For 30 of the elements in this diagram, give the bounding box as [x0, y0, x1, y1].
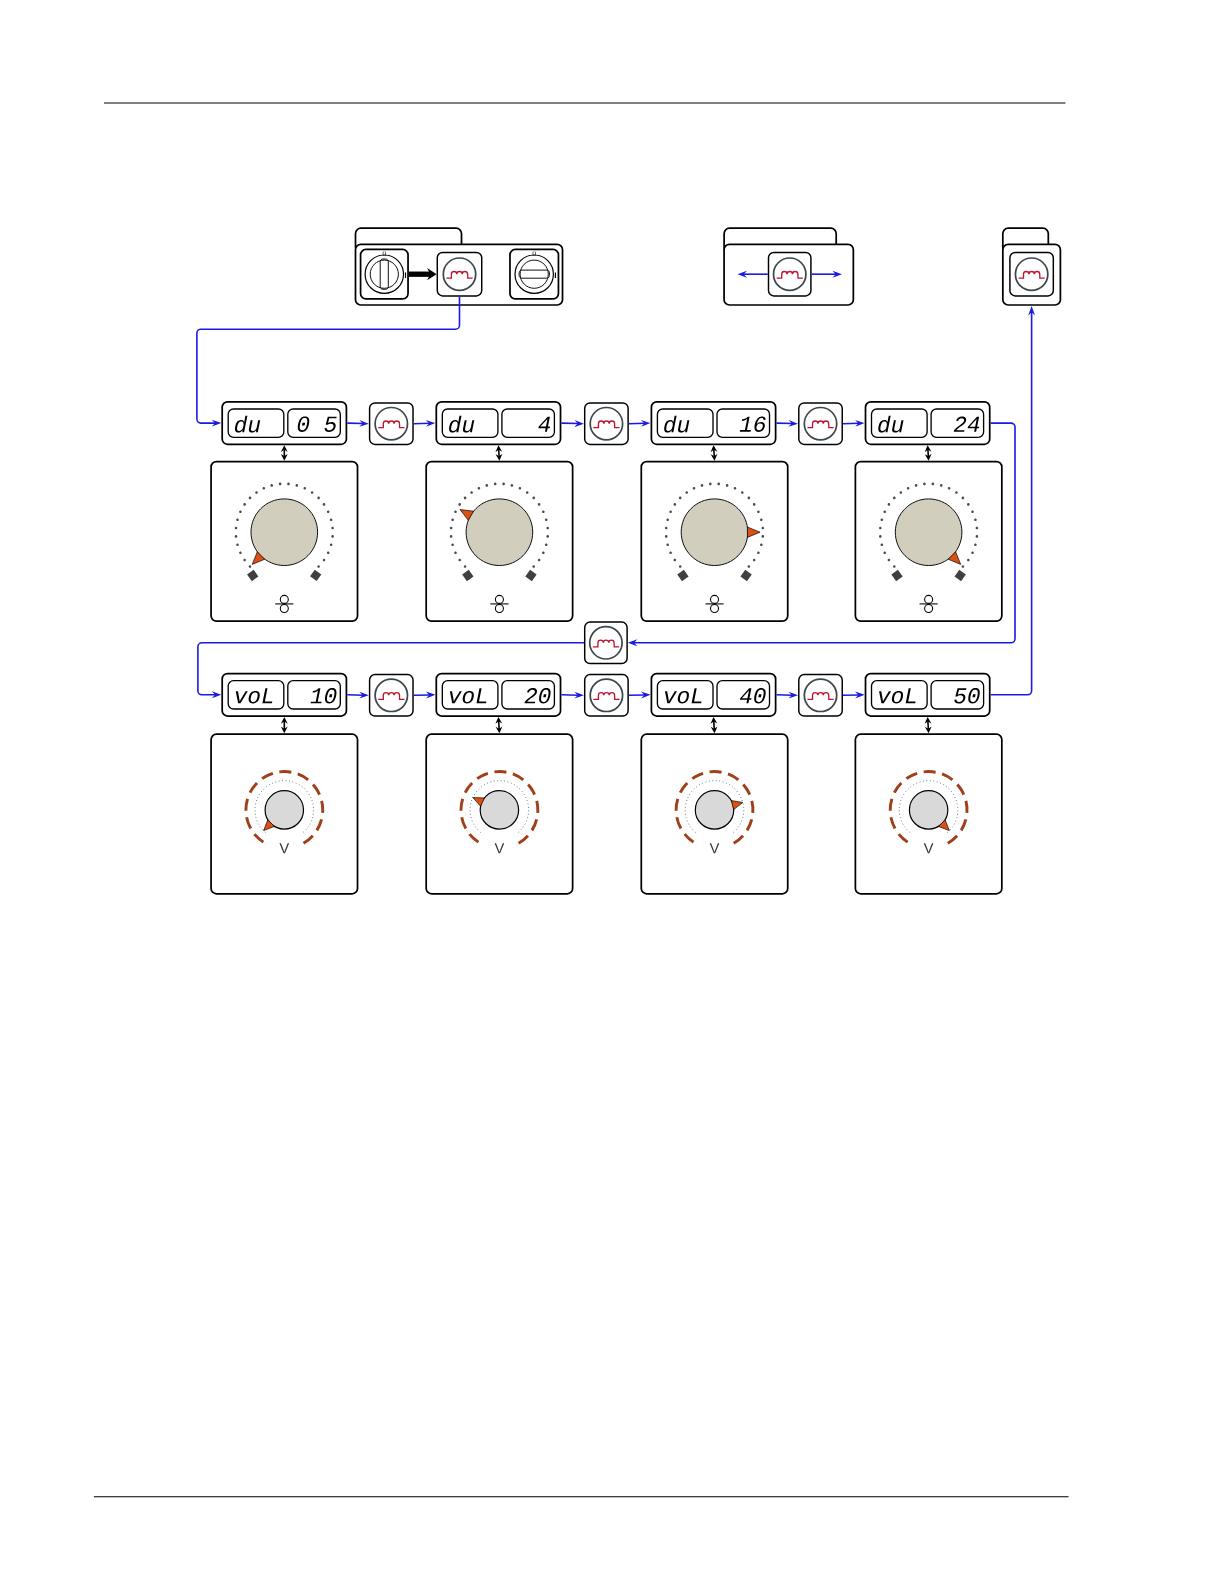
push-button	[1009, 251, 1055, 297]
display-field: voL	[656, 680, 714, 710]
display-field: voL	[227, 680, 285, 710]
push-button	[583, 402, 629, 446]
display-field: 4	[501, 408, 556, 438]
display-field: 20	[501, 680, 556, 710]
unit-label: V	[279, 843, 290, 854]
display-field: 16	[716, 408, 771, 438]
display-field: 0 5	[287, 408, 341, 438]
display-field: 24	[930, 408, 985, 438]
unit-label: V	[923, 843, 934, 854]
display-field: 10	[287, 680, 341, 710]
push-button	[798, 673, 843, 717]
display-field: 40	[716, 680, 771, 710]
unit-label: V	[494, 843, 505, 854]
push-button	[767, 251, 812, 297]
unit-label: V	[709, 843, 720, 854]
display-field: du	[441, 408, 499, 438]
display-field: voL	[870, 680, 928, 710]
display-field: 50	[930, 680, 985, 710]
push-button	[368, 673, 414, 717]
push-button	[583, 621, 628, 665]
display-field: du	[870, 408, 928, 438]
push-button	[583, 673, 629, 717]
display-field: voL	[441, 680, 499, 710]
display-field: du	[227, 408, 285, 438]
display-field: du	[656, 408, 714, 438]
push-button	[436, 251, 483, 297]
push-button	[798, 402, 843, 446]
push-button	[368, 402, 414, 446]
